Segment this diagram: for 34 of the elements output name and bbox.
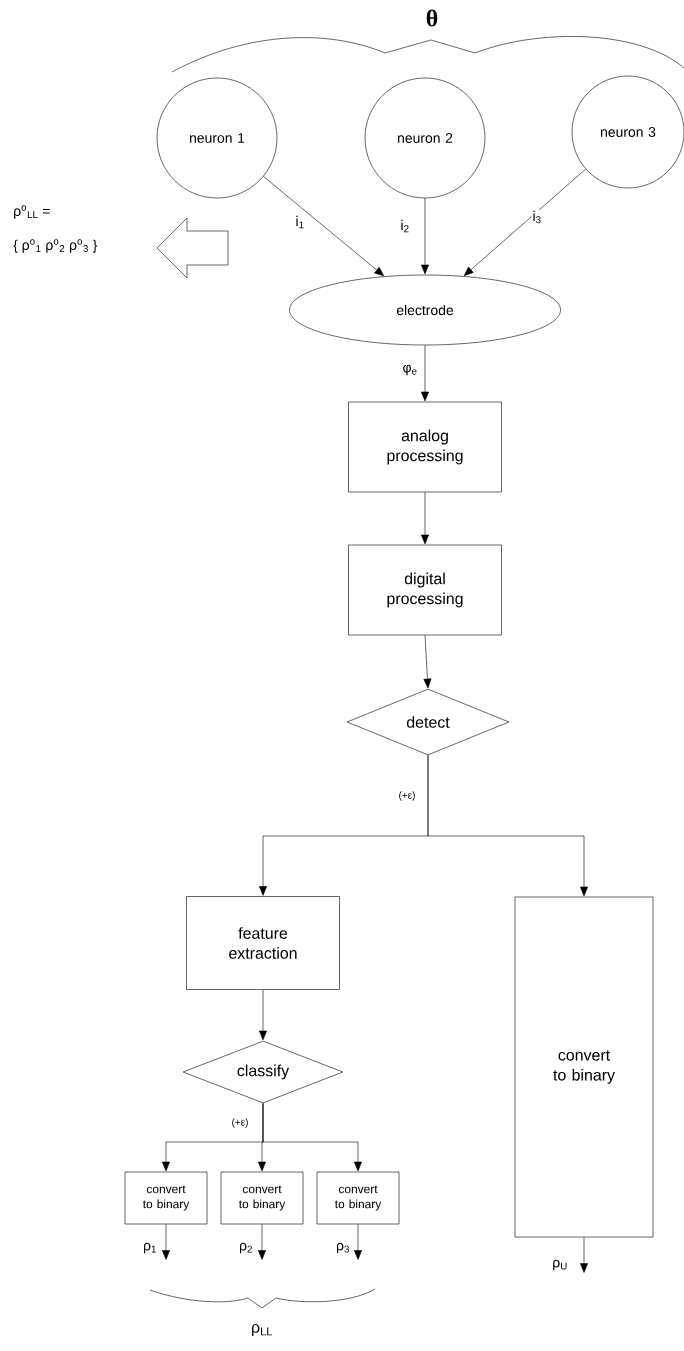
edge-label: ρ$_{1}$ — [144, 1242, 156, 1254]
arrow — [354, 1224, 362, 1260]
arrow — [259, 989, 267, 1041]
arrow — [463, 168, 586, 276]
process-box: convert to binary — [220, 1171, 304, 1225]
process-box: feature extraction — [186, 896, 340, 990]
label: { ρ$^{o}$$_{1}$ ρ$^{o}$$_{2}$ ρ$^{o}$$_{3}$ } — [13, 239, 98, 253]
arrow — [421, 345, 429, 402]
edge-label: i$_{3}$ — [533, 210, 541, 224]
arrow — [421, 492, 429, 545]
edge-label: ρ$_{2}$ — [240, 1242, 252, 1254]
arrow — [258, 1224, 266, 1260]
arrow — [263, 176, 384, 277]
edge-label: i$_{2}$ — [401, 219, 409, 233]
arrow — [580, 1237, 588, 1273]
process-box: convert to binary — [514, 896, 654, 1238]
label: ρ$^{o}$$_{LL}$ = — [14, 205, 50, 219]
arrow — [162, 1224, 170, 1260]
arrow — [262, 1103, 362, 1172]
arrow — [421, 198, 429, 275]
edge-label: φ$_{e}$ — [403, 364, 417, 376]
edge-label: i$_{1}$ — [296, 215, 304, 229]
arrow — [423, 635, 432, 689]
edge-label: ρ$_{3}$ — [337, 1242, 349, 1254]
arrow — [427, 755, 588, 897]
process-box: convert to binary — [316, 1171, 400, 1225]
edge-label: (+ε) — [232, 1118, 248, 1128]
label: θ — [426, 9, 438, 27]
process-box: digital processing — [348, 544, 502, 636]
label: ρ$_{LL}$ — [252, 1324, 273, 1336]
process-box: analog processing — [348, 401, 502, 493]
edge-label: (+ε) — [399, 791, 415, 801]
edge-label: ρ$_{U}$ — [553, 1259, 567, 1271]
process-box: convert to binary — [124, 1171, 208, 1225]
